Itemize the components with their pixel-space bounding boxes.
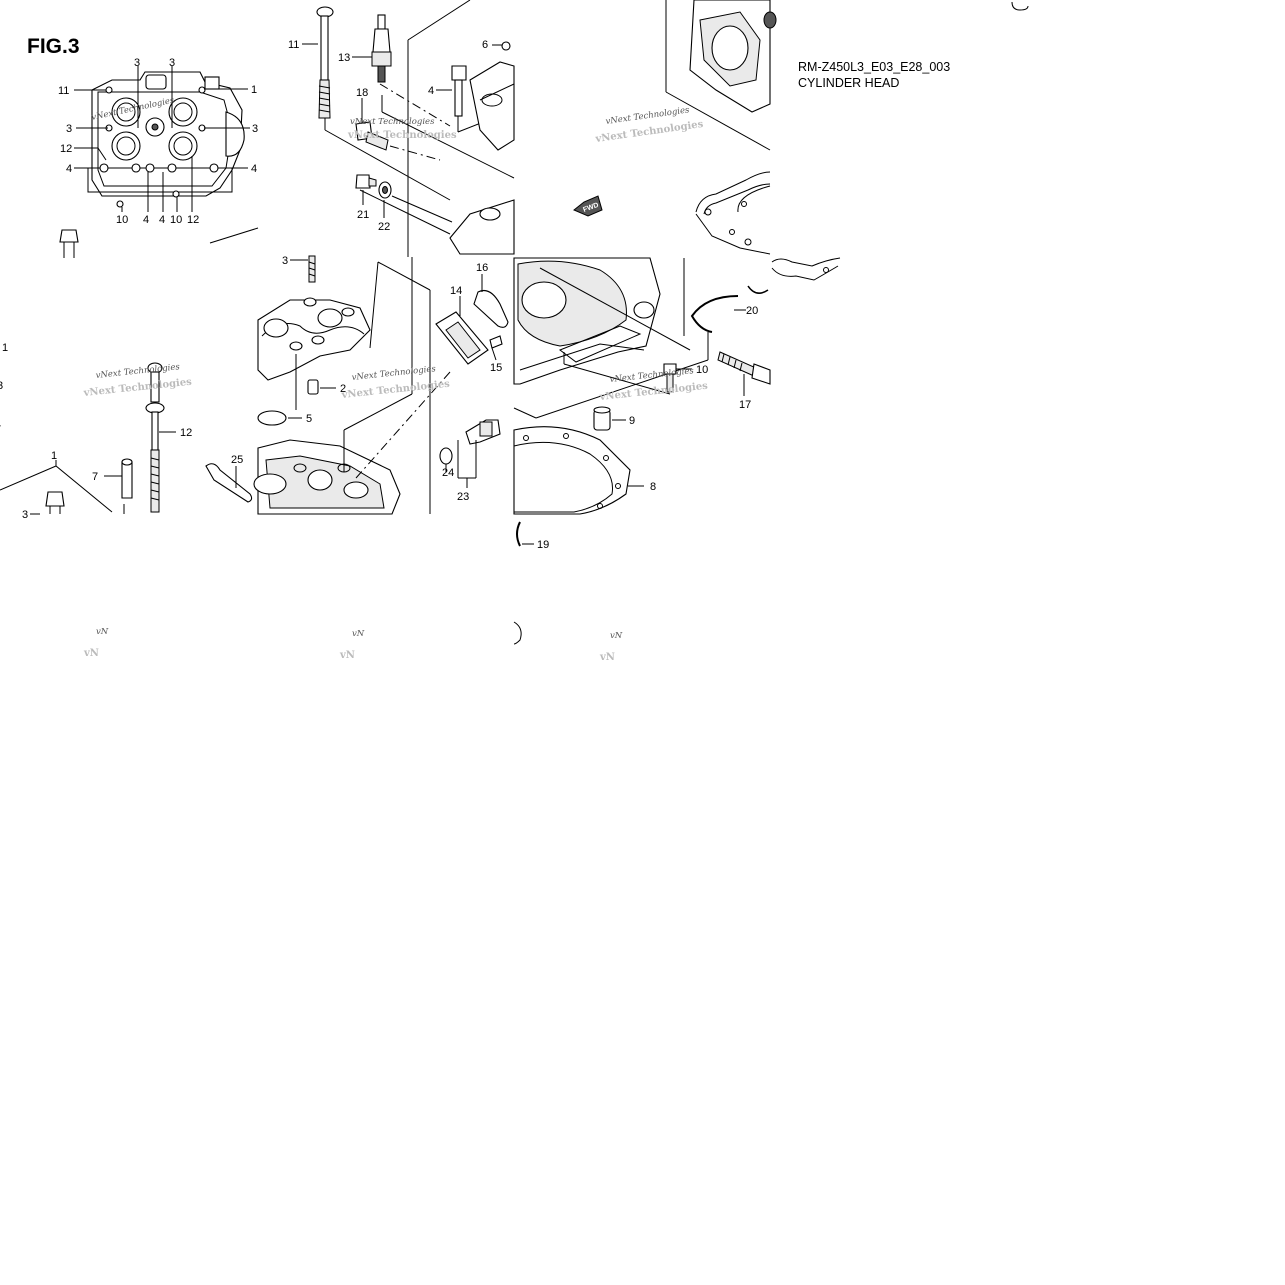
diagram-info: RM-Z450L3_E03_E28_003 CYLINDER HEAD [798, 59, 950, 91]
callout-23: 23 [457, 491, 469, 503]
watermark-cut: vN [339, 650, 355, 661]
callout-3b: 3 [22, 509, 28, 521]
callout-6: 6 [482, 39, 488, 51]
callout-19: 19 [537, 539, 549, 551]
watermark: vNext Technologies [351, 364, 437, 383]
callout-inset-1: 1 [251, 84, 257, 96]
callout-4: 4 [428, 85, 434, 97]
callout-inset-10b: 10 [170, 214, 182, 226]
callout-inset-3d: 3 [252, 123, 258, 135]
callout-7: 7 [92, 471, 98, 483]
watermark-fragments: vN vN vN vN vN vN [83, 627, 623, 663]
callout-bolt-11: 11 [288, 39, 299, 51]
watermark-cut: vN [352, 629, 365, 639]
figure-title: FIG.3 [27, 35, 80, 58]
tile-top-middle: 11 13 6 4 18 21 22 vNext Technologies vN… [288, 0, 515, 257]
callout-plug-13: 13 [338, 52, 350, 64]
part-name: CYLINDER HEAD [798, 76, 900, 90]
watermark-shadow: vNext Technologies [347, 130, 457, 141]
callout-inset-12: 12 [60, 143, 72, 155]
callout-2: 2 [340, 383, 346, 395]
callout-inset-4a: 4 [66, 163, 72, 175]
callout-21: 21 [357, 209, 369, 221]
callout-3c: 3 [282, 255, 288, 267]
inset-head-top-view: 11 3 3 1 3 3 12 4 4 10 4 4 10 12 vNext T… [58, 57, 259, 258]
callout-left-4: 4 [0, 419, 1, 431]
callout-1: 1 [51, 450, 57, 462]
watermark: vNext Technologies [609, 366, 695, 385]
callout-17: 17 [739, 399, 751, 411]
callout-10: 10 [696, 364, 708, 376]
callout-24: 24 [442, 467, 454, 479]
callout-9: 9 [629, 415, 635, 427]
tile-middle-left: 1 3 4 12 7 1 3 vNext Technologies vNext … [0, 342, 253, 521]
model-code: RM-Z450L3_E03_E28_003 [798, 60, 951, 74]
callout-left-1: 1 [2, 342, 8, 354]
callout-left-3: 3 [0, 380, 3, 392]
watermark-cut: vN [610, 631, 623, 641]
callout-inset-3c: 3 [66, 123, 72, 135]
callout-8: 8 [650, 481, 656, 493]
callout-15: 15 [490, 362, 502, 374]
callout-5: 5 [306, 413, 312, 425]
callout-12: 12 [180, 427, 192, 439]
callout-25: 25 [231, 454, 243, 466]
tile-far-right [771, 1, 1029, 281]
callout-inset-4d: 4 [159, 214, 165, 226]
tile-top-right: FWD vNext Technologies vNext Technologie… [573, 0, 777, 255]
callout-16: 16 [476, 262, 488, 274]
callout-inset-3b: 3 [169, 57, 175, 69]
callout-inset-4b: 4 [251, 163, 257, 175]
callout-inset-4c: 4 [143, 214, 149, 226]
callout-20: 20 [746, 305, 758, 317]
tile-middle-right: 20 10 17 9 8 19 vNext Technologies vNext… [513, 257, 771, 645]
callout-22: 22 [378, 221, 390, 233]
callout-inset-3a: 3 [134, 57, 140, 69]
callout-inset-11: 11 [58, 85, 69, 97]
watermark-cut: vN [96, 627, 109, 637]
watermark-cut: vN [599, 652, 615, 663]
tile-middle-center: 3 2 5 14 16 15 24 23 vNext Technologies … [253, 255, 509, 515]
callout-inset-10a: 10 [116, 214, 128, 226]
callout-inset-12b: 12 [187, 214, 199, 226]
callout-18: 18 [356, 87, 368, 99]
callout-14: 14 [450, 285, 462, 297]
watermark-cut: vN [83, 648, 99, 659]
watermark: vNext Technologies [350, 117, 435, 127]
